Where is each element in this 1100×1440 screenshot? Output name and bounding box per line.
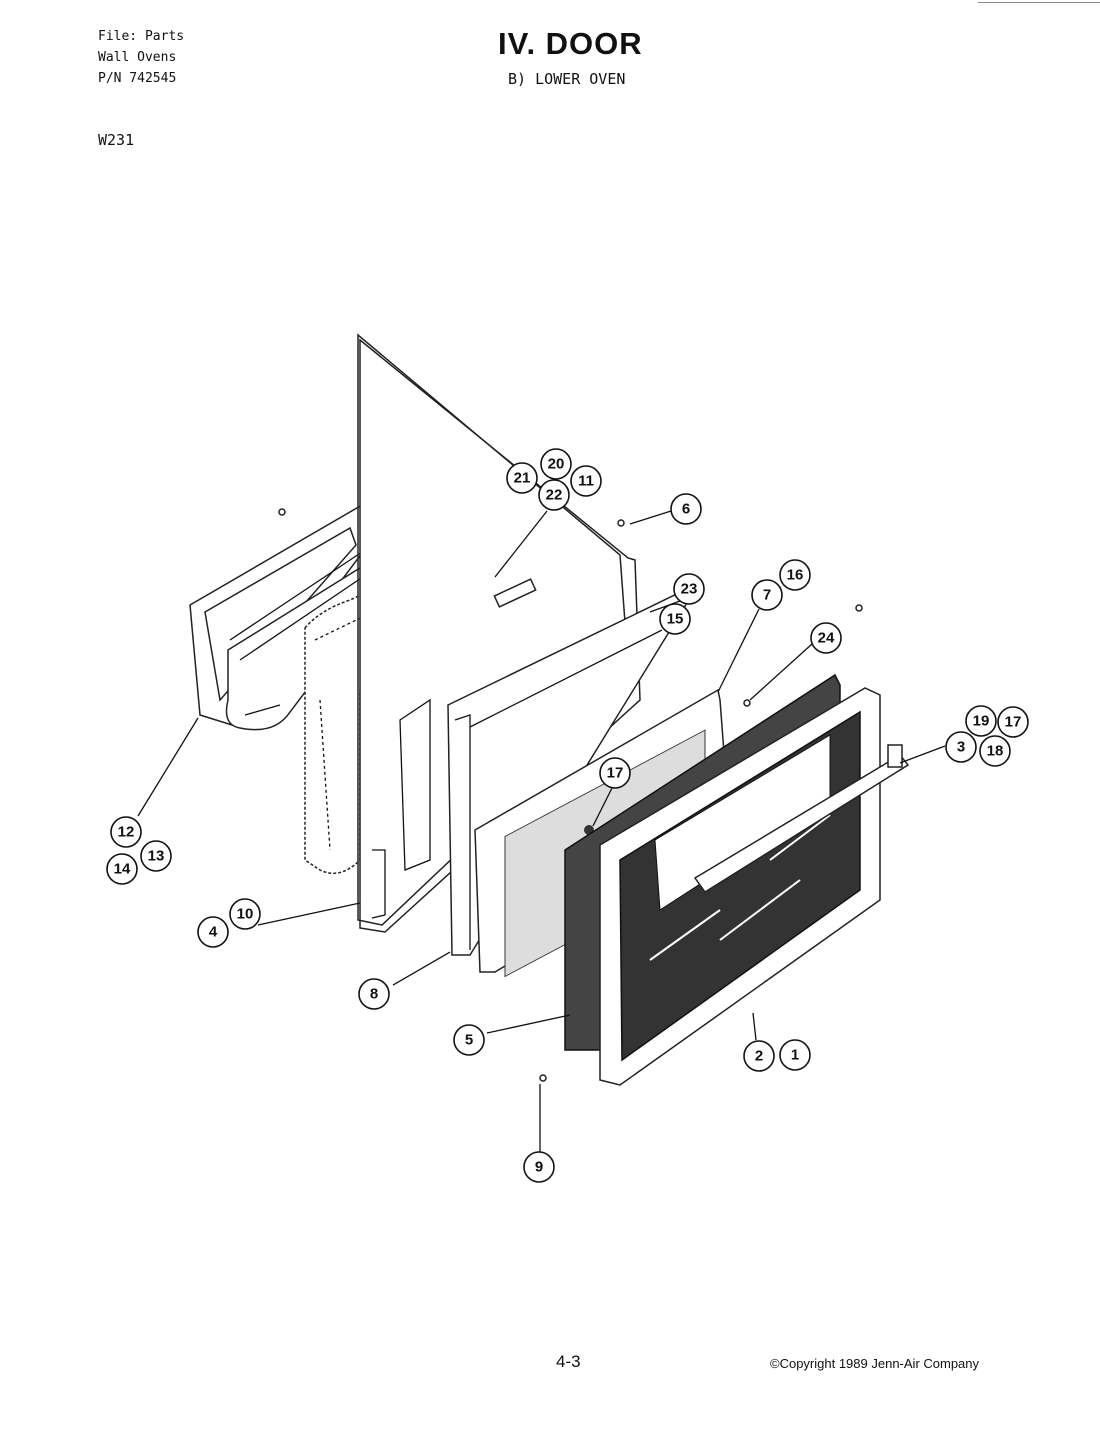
callout-20: 20: [540, 448, 572, 480]
callout-8: 8: [358, 978, 390, 1010]
callout-18: 18: [979, 735, 1011, 767]
svg-text:17: 17: [607, 765, 624, 782]
inner-door-panel: [357, 333, 641, 933]
screw: [539, 1074, 547, 1082]
callout-5: 5: [453, 1024, 485, 1056]
svg-text:7: 7: [763, 587, 771, 604]
callout-11: 11: [570, 465, 602, 497]
callout-14: 14: [106, 853, 138, 885]
screw: [617, 519, 625, 527]
svg-text:13: 13: [148, 848, 165, 865]
page-title: IV. DOOR: [498, 26, 643, 61]
svg-text:6: 6: [682, 501, 690, 518]
callout-17-right: 17: [997, 706, 1029, 738]
svg-text:16: 16: [787, 567, 804, 584]
svg-text:24: 24: [818, 630, 835, 647]
svg-text:5: 5: [465, 1032, 473, 1049]
callout-4: 4: [197, 916, 229, 948]
callout-12: 12: [110, 816, 142, 848]
callout-9: 9: [523, 1151, 555, 1183]
callout-21: 21: [506, 462, 538, 494]
product-line: Wall Ovens: [98, 50, 177, 65]
callout-3: 3: [945, 731, 977, 763]
callout-7: 7: [751, 579, 783, 611]
svg-text:2: 2: [755, 1048, 763, 1065]
svg-text:9: 9: [535, 1159, 543, 1176]
svg-text:4: 4: [209, 924, 218, 941]
svg-text:8: 8: [370, 986, 378, 1003]
svg-text:18: 18: [987, 743, 1004, 760]
svg-text:22: 22: [546, 487, 563, 504]
screw: [278, 508, 286, 516]
svg-text:21: 21: [514, 470, 531, 487]
model-number: W231: [98, 131, 135, 149]
svg-text:14: 14: [114, 861, 131, 878]
svg-text:11: 11: [578, 473, 594, 490]
callout-6: 6: [670, 493, 702, 525]
top-edge-line: [978, 2, 1100, 3]
callout-17-center: 17: [599, 757, 631, 789]
callout-2: 2: [743, 1040, 775, 1072]
page-subtitle: B) LOWER OVEN: [508, 70, 626, 88]
svg-text:3: 3: [957, 739, 965, 756]
callout-15: 15: [659, 603, 691, 635]
part-number-line: P/N 742545: [98, 71, 177, 86]
outer-door-frame: [599, 687, 881, 1086]
callout-13: 13: [140, 840, 172, 872]
callout-16: 16: [779, 559, 811, 591]
callout-24: 24: [810, 622, 842, 654]
svg-text:10: 10: [237, 906, 254, 923]
file-info-block: File: Parts Wall Ovens P/N 742545: [98, 26, 184, 89]
page-number: 4-3: [556, 1352, 581, 1371]
svg-text:20: 20: [548, 456, 565, 473]
svg-text:15: 15: [667, 611, 684, 628]
svg-text:1: 1: [791, 1047, 799, 1064]
leader-lines: [137, 510, 946, 1152]
svg-text:12: 12: [118, 824, 135, 841]
door-handle: [693, 744, 910, 894]
callout-10: 10: [229, 898, 261, 930]
svg-text:19: 19: [973, 713, 990, 730]
svg-text:17: 17: [1005, 714, 1022, 731]
copyright-notice: ©Copyright 1989 Jenn-Air Company: [770, 1356, 980, 1371]
screw: [743, 699, 751, 707]
callout-22: 22: [538, 479, 570, 511]
callout-1: 1: [779, 1039, 811, 1071]
screw: [855, 604, 863, 612]
callout-23: 23: [673, 573, 705, 605]
svg-text:23: 23: [681, 581, 698, 598]
file-line: File: Parts: [98, 29, 185, 44]
callout-19: 19: [965, 705, 997, 737]
